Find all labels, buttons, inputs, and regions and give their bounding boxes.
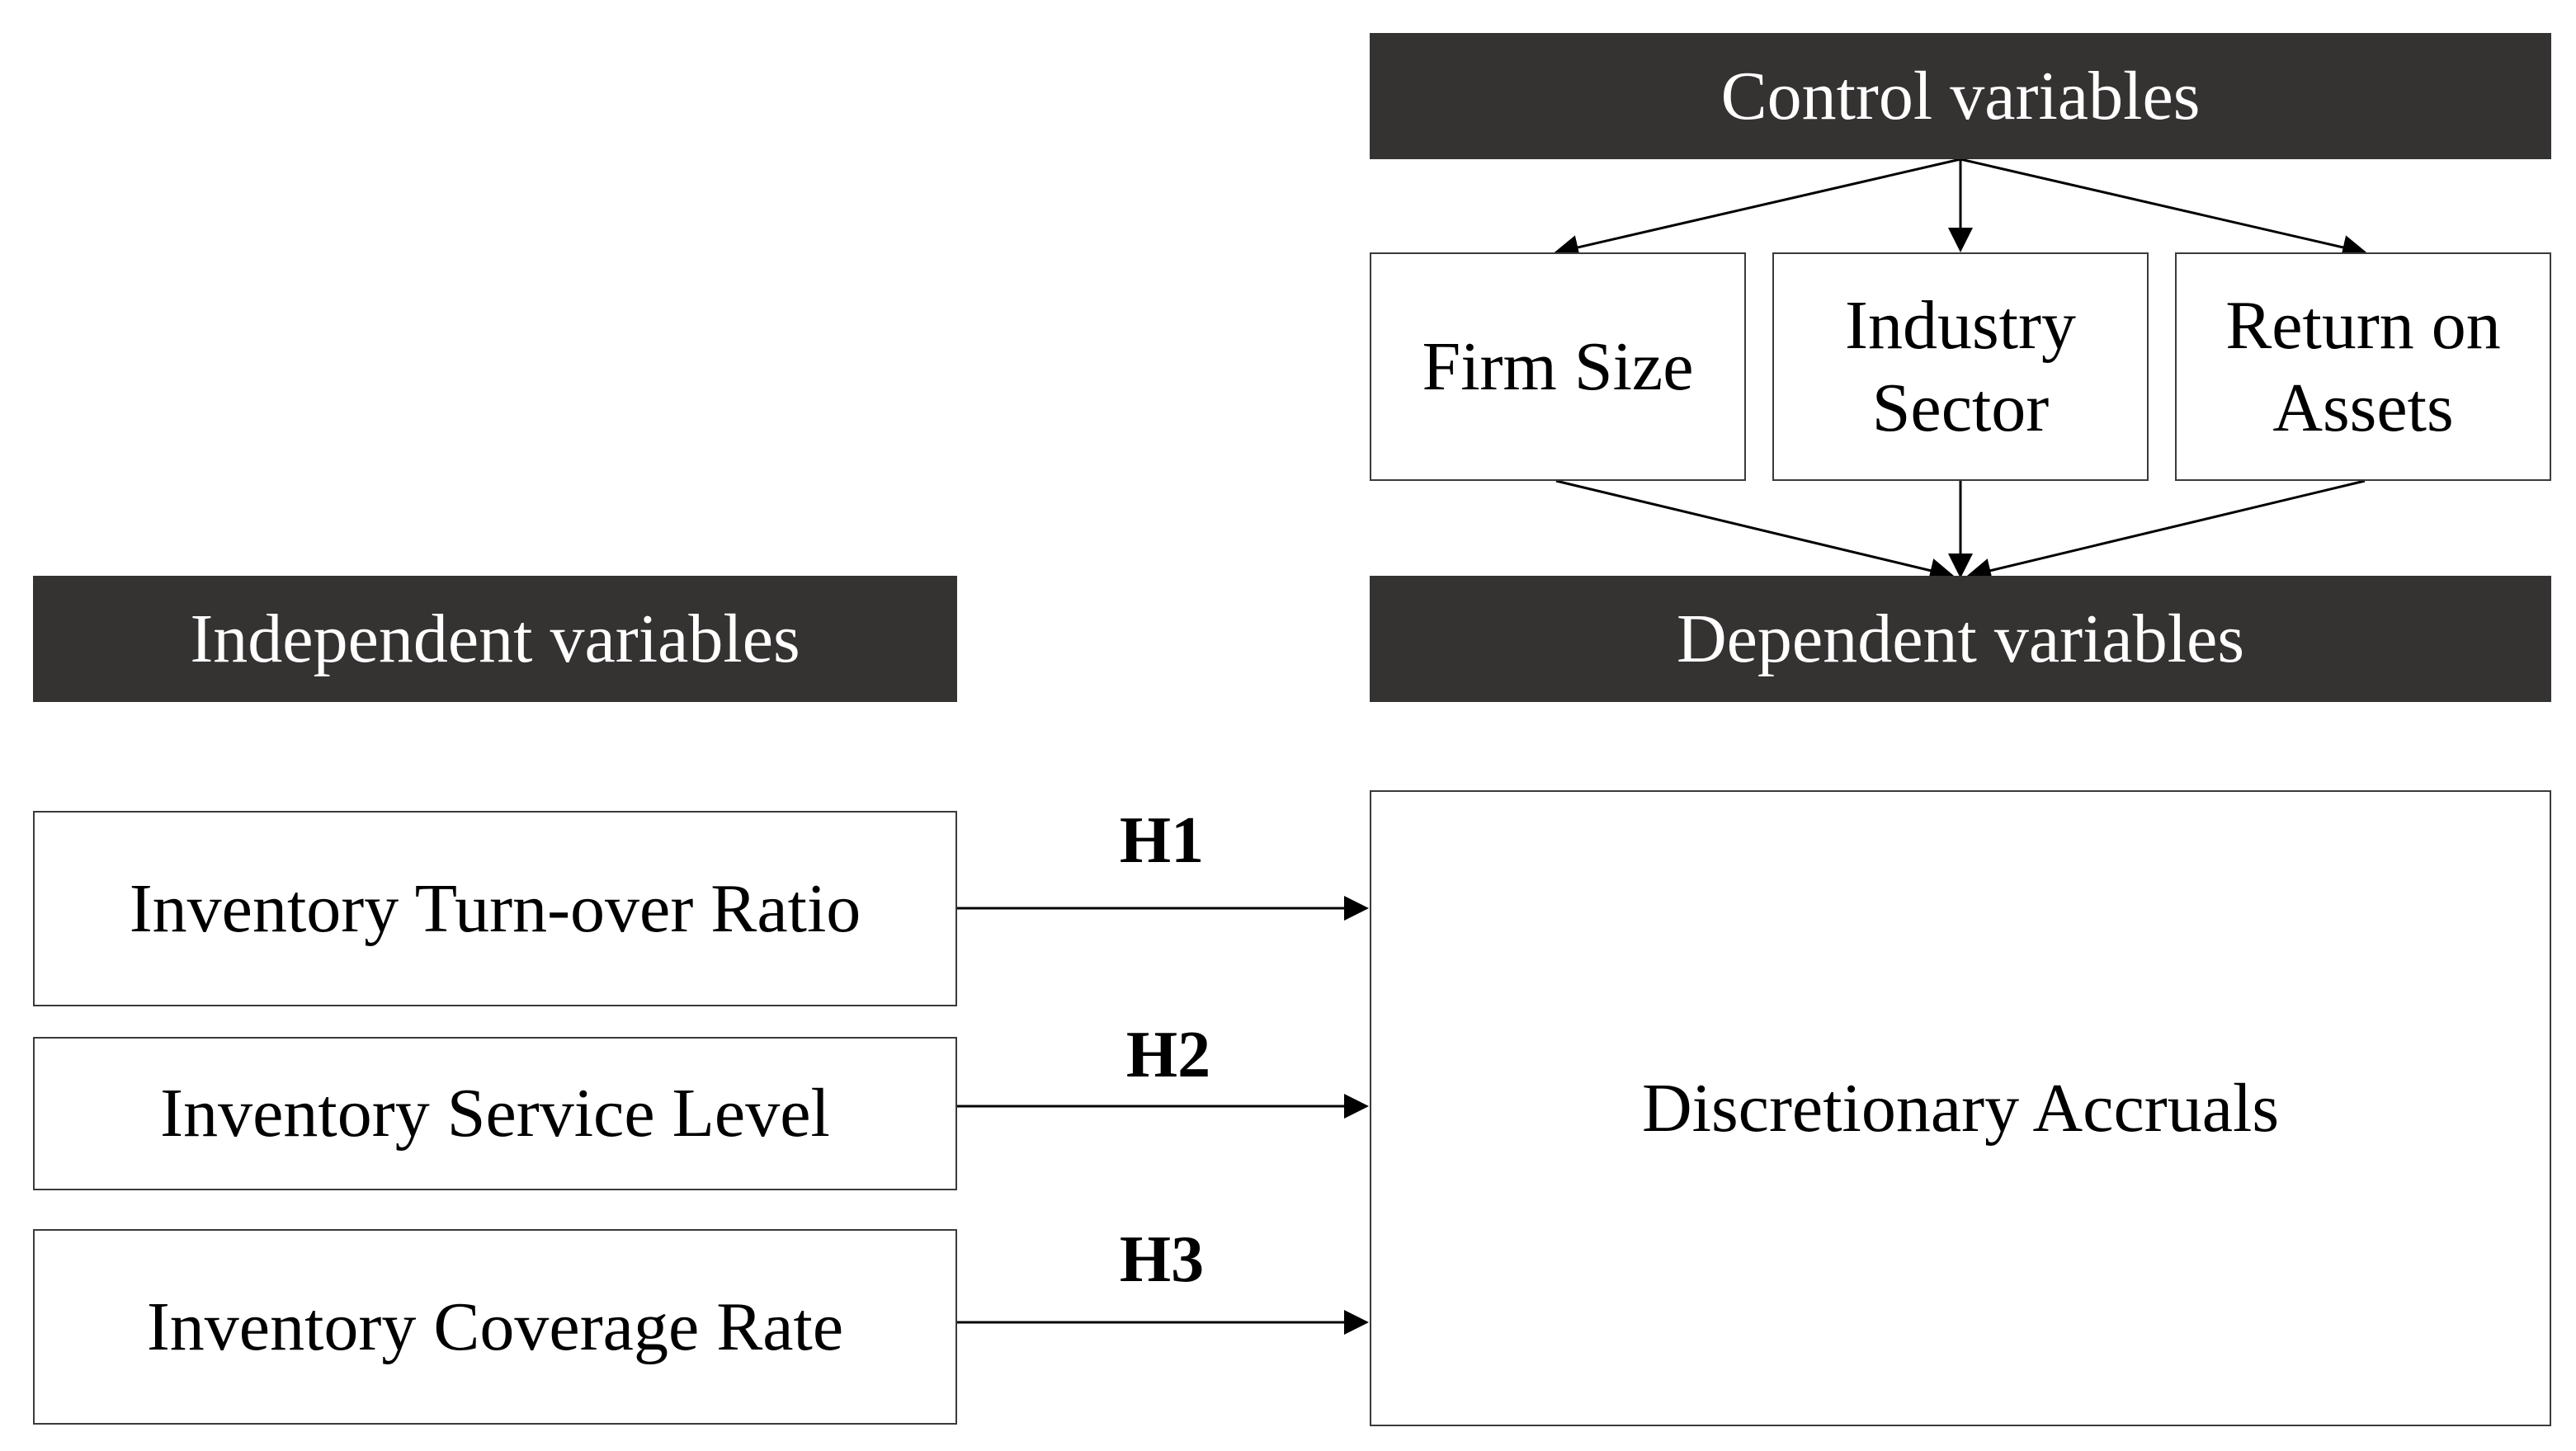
hypothesis-label-h3: H3: [1119, 1223, 1205, 1296]
independent-box-coverage-rate: Inventory Coverage Rate: [33, 1229, 957, 1425]
control-variables-title: Control variables: [1720, 58, 2201, 134]
dependent-box-discretionary-accruals: Discretionary Accruals: [1370, 790, 2551, 1426]
dependent-variables-title: Dependent variables: [1676, 601, 2245, 677]
control-box-return-on-assets: Return on Assets: [2175, 252, 2551, 481]
hypothesis-label-h2: H2: [1125, 1019, 1211, 1091]
independent-variables-title: Independent variables: [190, 601, 800, 677]
control-label-firm-size: Firm Size: [1422, 327, 1694, 405]
arrow-control-to-return-on-assets: [1960, 158, 2367, 260]
independent-label-turnover-ratio: Inventory Turn-over Ratio: [129, 869, 861, 947]
control-box-industry-sector: Industry Sector: [1772, 252, 2149, 481]
hypothesis-label-h1: H1: [1119, 804, 1205, 877]
independent-label-service-level: Inventory Service Level: [160, 1075, 830, 1152]
independent-variables-header: Independent variables: [33, 576, 957, 702]
arrow-return-on-assets-to-dependent: [1966, 479, 2366, 583]
arrow-control-to-firm-size: [1554, 158, 1961, 260]
dependent-label: Discretionary Accruals: [1641, 1069, 2280, 1147]
independent-box-turnover-ratio: Inventory Turn-over Ratio: [33, 811, 957, 1006]
control-variables-header: Control variables: [1370, 33, 2551, 159]
control-label-return-on-assets: Return on Assets: [2225, 286, 2501, 446]
control-box-firm-size: Firm Size: [1370, 252, 1746, 481]
independent-label-coverage-rate: Inventory Coverage Rate: [146, 1288, 844, 1365]
dependent-variables-header: Dependent variables: [1370, 576, 2551, 702]
control-label-industry-sector: Industry Sector: [1845, 286, 2076, 446]
independent-box-service-level: Inventory Service Level: [33, 1037, 957, 1190]
arrow-firm-size-to-dependent: [1555, 479, 1955, 583]
